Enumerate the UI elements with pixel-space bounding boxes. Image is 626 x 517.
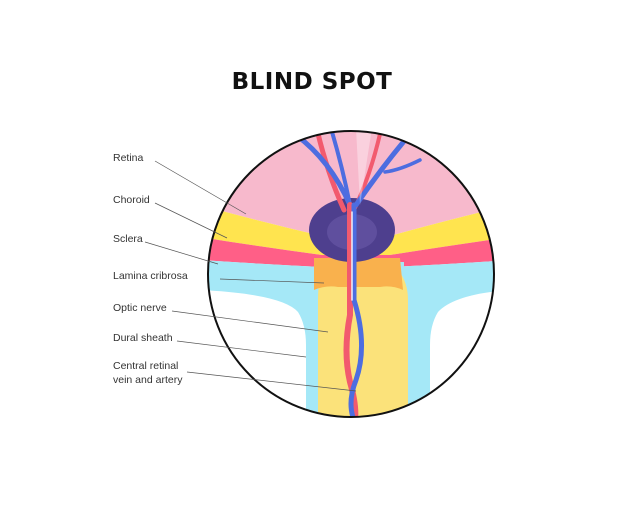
vein-right-branch [353,137,408,208]
lamina-cribrosa [314,258,403,290]
label-central-retinal-line1: Central retinal [113,360,178,372]
label-optic-nerve: Optic nerve [113,302,167,314]
vein-right-twig [383,158,422,174]
label-lamina-cribrosa: Lamina cribrosa [113,270,188,282]
optic-nerve-leader [171,310,329,333]
retina-highlight [356,131,372,205]
choroid-layer [208,205,494,255]
dural-sheath-leader [176,340,307,358]
central-vessel-leader [186,371,357,392]
page-title: BLIND SPOT [232,69,393,95]
retina-leader [154,160,247,215]
central-vein [348,202,364,417]
sclera-leader [144,241,219,265]
central-artery [343,202,359,417]
choroid-leader [154,202,228,239]
label-retina: Retina [113,152,144,164]
lamina-leader [219,278,325,284]
eye-outline [207,130,495,418]
labels: Retina Choroid Sclera Lamina cribrosa Op… [113,152,188,386]
label-sclera: Sclera [113,233,143,245]
cross-section [208,131,494,417]
label-central-retinal-line2: vein and artery [113,374,183,386]
label-dural-sheath: Dural sheath [113,332,173,344]
label-leaders [144,160,357,392]
label-choroid: Choroid [113,194,150,206]
sclera-layer [208,237,494,267]
